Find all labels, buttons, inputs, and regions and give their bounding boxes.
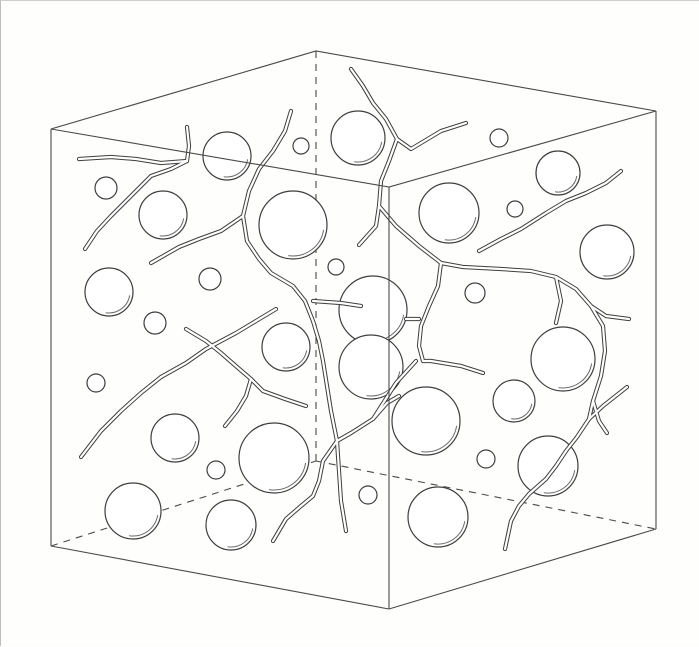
pore-sphere [207,461,225,479]
pore-sphere [339,276,407,344]
pore-sphere [293,138,309,154]
pore-sphere [262,323,310,371]
crack-outline [419,263,483,373]
pore-sphere [105,483,161,539]
pore-sphere [206,500,256,550]
pore-sphere [151,414,199,462]
crack-outline [243,111,337,441]
edge-bottom-front-left [51,546,389,609]
pore-sphere [408,487,468,547]
crack-channel [556,277,561,323]
pore-spheres [85,111,634,550]
pore-sphere [95,177,117,199]
crack-channel [243,111,337,441]
pore-sphere [328,259,344,275]
pore-sphere [85,268,133,316]
pore-sphere [144,312,166,334]
pore-sphere [359,486,377,504]
pore-sphere [490,129,508,147]
pore-sphere [139,191,187,239]
crack-channel [419,263,483,373]
pore-sphere [531,327,595,391]
pore-sphere [392,387,460,455]
pore-sphere [493,380,535,422]
crack-outline [225,379,251,426]
pore-sphere [87,374,105,392]
crack-outline [337,396,399,441]
pore-sphere [465,283,485,303]
pore-sphere [331,111,385,165]
pore-sphere [419,183,479,243]
pore-sphere [239,423,309,493]
crack-channel [161,309,276,377]
pore-sphere [536,151,580,195]
pore-sphere [477,450,495,468]
pore-sphere [199,268,221,290]
pore-sphere [580,225,634,279]
pore-sphere [259,191,327,259]
pore-sphere [507,201,523,217]
